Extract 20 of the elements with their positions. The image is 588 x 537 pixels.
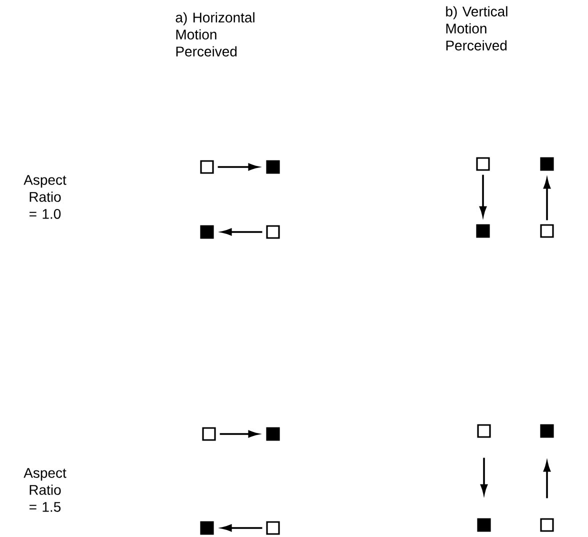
- square: [476, 157, 490, 171]
- square: [266, 427, 280, 441]
- square: [540, 157, 554, 171]
- square: [476, 224, 490, 238]
- row-label: Aspect Ratio = 1.5: [24, 468, 66, 512]
- square: [202, 427, 216, 441]
- square: [540, 518, 554, 532]
- heading: a) Horizontal Motion Perceived: [176, 12, 254, 56]
- square: [200, 160, 214, 174]
- square: [540, 424, 554, 438]
- square: [540, 224, 554, 238]
- square: [266, 521, 280, 535]
- square: [477, 518, 491, 532]
- square: [477, 424, 491, 438]
- square: [266, 225, 280, 239]
- square: [200, 521, 214, 535]
- heading: b) Vertical Motion Perceived: [446, 6, 508, 50]
- square: [266, 160, 280, 174]
- square: [200, 225, 214, 239]
- row-label: Aspect Ratio = 1.0: [24, 175, 66, 219]
